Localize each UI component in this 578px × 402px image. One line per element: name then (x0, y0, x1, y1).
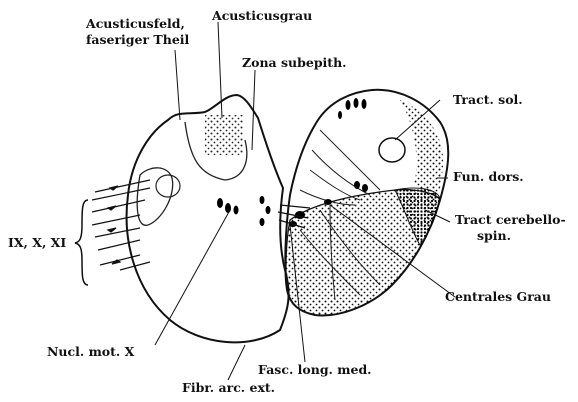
label-fibr-arc: Fibr. arc. ext. (182, 381, 275, 395)
small-oval-left (156, 175, 180, 197)
nerve-arrows (108, 186, 120, 264)
label-tract-sol: Tract. sol. (453, 93, 523, 107)
label-acusticusfeld-1: Acusticusfeld, (86, 17, 185, 31)
label-nucl-mot: Nucl. mot. X (47, 345, 134, 359)
label-centrales-grau: Centrales Grau (445, 290, 551, 304)
label-fasc-long: Fasc. long. med. (258, 363, 372, 377)
label-nerves: IX, X, XI (8, 236, 66, 250)
nerve-brace (75, 200, 88, 285)
label-acusticusfeld-2: faseriger Theil (86, 33, 189, 47)
label-fun-dors: Fun. dors. (453, 170, 524, 184)
tract-sol-oval (379, 138, 405, 162)
funiculus-dorsalis-dots (400, 100, 443, 200)
acusticusgrau-dots (205, 115, 243, 155)
nucleus-motor-marks (217, 196, 271, 226)
label-acusticusgrau: Acusticusgrau (212, 9, 312, 23)
label-tract-cerebello-2: spin. (477, 229, 511, 243)
label-zona-subepith: Zona subepith. (242, 56, 347, 70)
label-tract-cerebello-1: Tract cerebello- (455, 213, 566, 227)
nerve-fibers (92, 180, 150, 270)
